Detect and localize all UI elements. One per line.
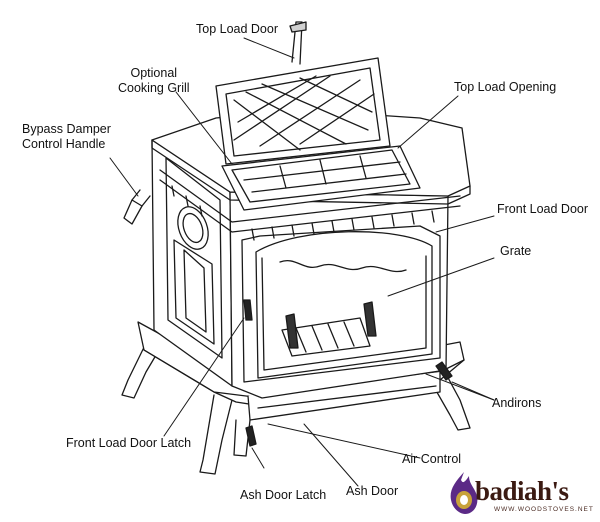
label-optional-cooking-grill: Optional Cooking Grill [118,66,190,96]
latches [243,299,453,447]
logo-brand-text: badiah's [475,476,569,506]
leader-lines [109,37,495,487]
label-ash-door-latch: Ash Door Latch [240,488,327,502]
grate [279,260,407,357]
label-bypass-damper-text: Bypass Damper Control Handle [22,122,111,151]
top-load-opening [221,145,421,211]
label-top-load-door: Top Load Door [196,22,279,36]
label-air-control: Air Control [402,452,462,466]
label-ash-door: Ash Door [346,484,399,498]
label-bypass-damper: Bypass Damper Control Handle [22,122,111,152]
label-grate: Grate [500,244,532,258]
top-load-door [215,21,391,165]
andirons [285,301,377,349]
decorative-band [159,169,461,241]
obadiahs-logo: badiah's WWW.WOODSTOVES.NET [447,470,597,520]
label-front-load-door-latch: Front Load Door Latch [66,436,192,450]
label-optional-cooking-grill-text: Optional Cooking Grill [118,66,190,95]
label-top-load-opening: Top Load Opening [454,80,557,94]
flame-o-icon [450,472,478,514]
logo-website-text: WWW.WOODSTOVES.NET [494,506,594,513]
stove-body-front [229,191,449,399]
bypass-damper-handle [123,189,151,225]
label-front-load-door: Front Load Door [497,202,589,216]
label-andirons: Andirons [492,396,542,410]
